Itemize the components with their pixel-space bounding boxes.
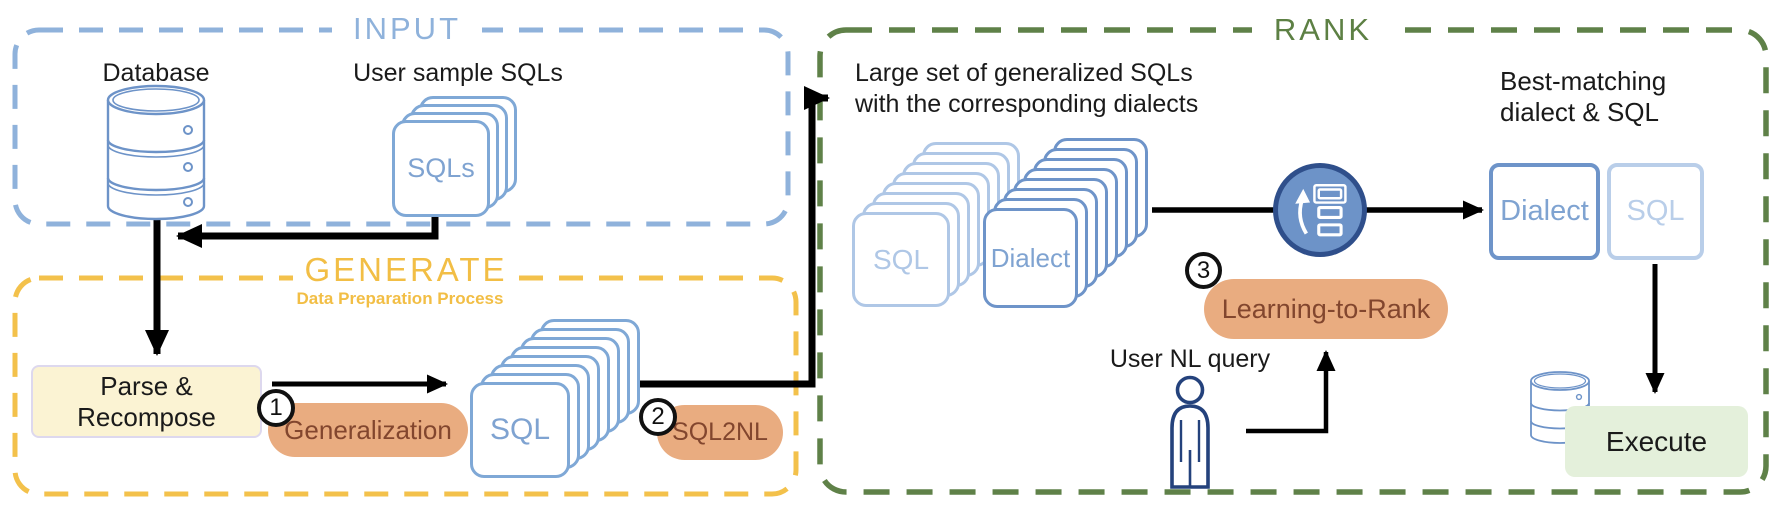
learning-to-rank-icon bbox=[1273, 163, 1367, 257]
step1-circle: 1 bbox=[257, 389, 295, 427]
learning-to-rank-label: Learning-to-Rank bbox=[1221, 293, 1431, 324]
execute-box: Execute bbox=[1565, 406, 1748, 477]
result-line2: dialect & SQL bbox=[1500, 97, 1659, 127]
generalization-pill: Generalization bbox=[268, 403, 468, 457]
sql-stack-label: SQL bbox=[489, 413, 551, 446]
stack-card-front: SQL bbox=[470, 382, 570, 478]
stack-card-front: Dialect bbox=[983, 208, 1078, 308]
generate-section-title: GENERATE bbox=[293, 251, 519, 289]
sql-result-label: SQL bbox=[1626, 195, 1685, 227]
generated-sql-stack: SQL bbox=[470, 319, 641, 479]
execute-label: Execute bbox=[1605, 425, 1708, 457]
step2-circle: 2 bbox=[639, 398, 677, 436]
step1-number: 1 bbox=[269, 394, 283, 421]
generalization-label: Generalization bbox=[284, 414, 452, 445]
user-nl-query-label: User NL query bbox=[1109, 345, 1271, 373]
person-icon bbox=[1170, 375, 1210, 489]
rank-dialect-stack-label: Dialect bbox=[990, 242, 1071, 273]
rank-section-title: RANK bbox=[1252, 11, 1394, 49]
generate-section-subtitle: Data Preparation Process bbox=[296, 289, 504, 308]
parse-recompose-box: Parse & Recompose bbox=[31, 365, 262, 438]
generalized-set-caption: Large set of generalized SQLs with the c… bbox=[855, 58, 1295, 120]
parse-line1: Parse & bbox=[100, 370, 193, 401]
step2-number: 2 bbox=[651, 403, 665, 430]
sqls-card-label: SQLs bbox=[407, 153, 475, 183]
caption-line2: with the corresponding dialects bbox=[855, 90, 1199, 118]
dialect-result-label: Dialect bbox=[1500, 195, 1589, 227]
best-matching-caption: Best-matching dialect & SQL bbox=[1500, 66, 1710, 128]
arrow-generate-to-rank bbox=[640, 86, 830, 388]
step3-number: 3 bbox=[1196, 256, 1211, 284]
result-line1: Best-matching bbox=[1500, 66, 1667, 96]
sql2nl-label: SQL2NL bbox=[672, 418, 768, 446]
sql-result-box: SQL bbox=[1607, 163, 1704, 260]
caption-line1: Large set of generalized SQLs bbox=[855, 59, 1193, 87]
database-icon bbox=[106, 84, 206, 221]
step3-circle: 3 bbox=[1185, 252, 1222, 289]
sql2nl-pill: SQL2NL bbox=[657, 405, 783, 460]
rank-sql-stack-label: SQL bbox=[872, 243, 930, 275]
learning-to-rank-pill: Learning-to-Rank bbox=[1204, 279, 1448, 339]
rank-dialect-stack: Dialect bbox=[983, 138, 1149, 309]
arrow-sqls-to-database-line bbox=[176, 214, 439, 248]
parse-line2: Recompose bbox=[77, 401, 216, 432]
arrow-user-to-ltr bbox=[1246, 350, 1336, 434]
dialect-result-box: Dialect bbox=[1489, 163, 1600, 260]
user-sample-sqls-label: User sample SQLs bbox=[353, 59, 563, 87]
stack-card-front: SQL bbox=[852, 212, 950, 307]
user-sqls-stack: SQLs bbox=[392, 96, 518, 218]
stack-card-front: SQLs bbox=[392, 120, 490, 217]
rank-sort-glyph bbox=[1295, 183, 1347, 237]
input-section-title: INPUT bbox=[332, 10, 482, 48]
database-label: Database bbox=[102, 59, 210, 87]
